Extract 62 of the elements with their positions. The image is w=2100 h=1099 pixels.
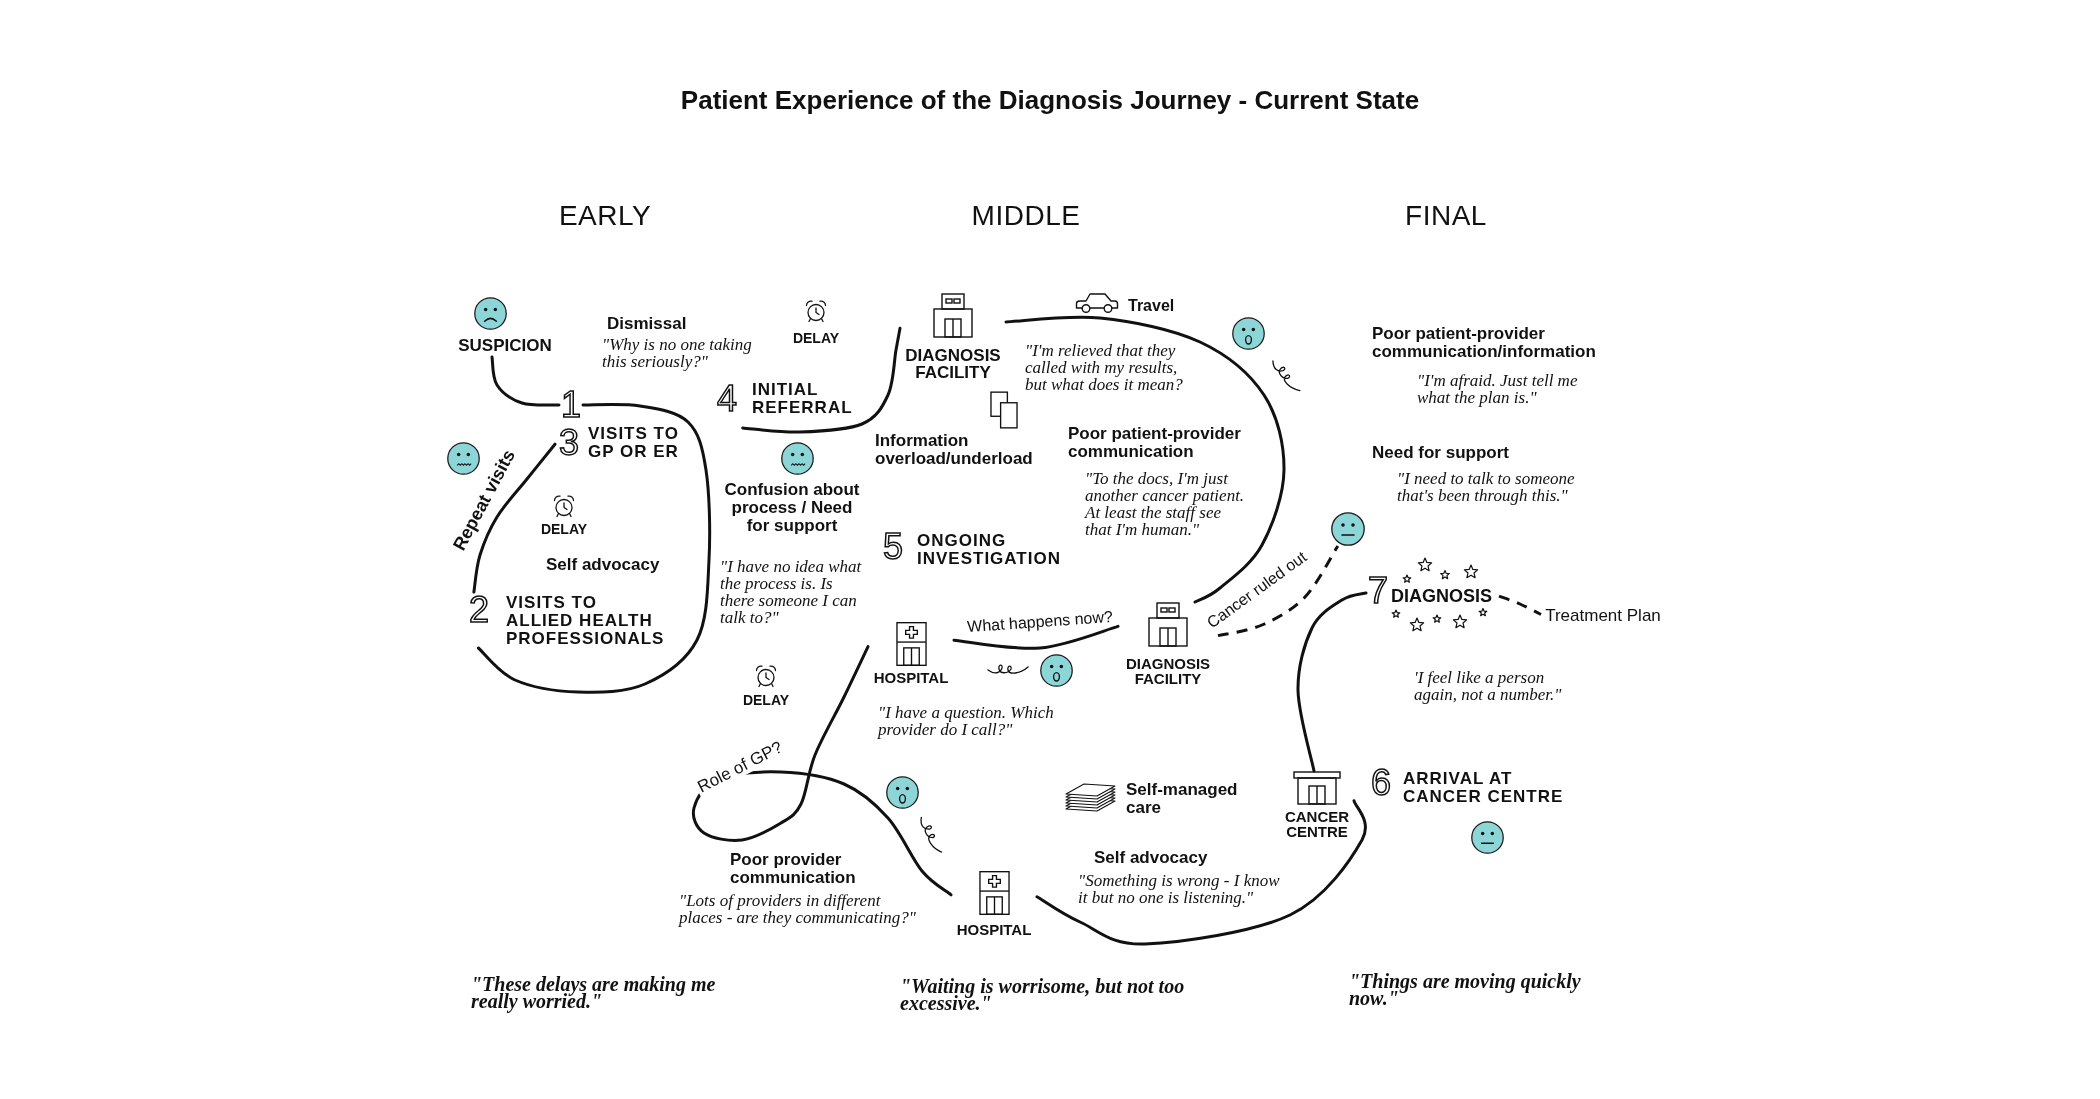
quote-text: "I'm afraid. Just tell me what the plan is.": [1417, 372, 1579, 406]
path-line: [1004, 315, 1286, 604]
path-line: [476, 403, 712, 694]
theme-label: Self advocacy: [546, 556, 660, 574]
theme-label: Self advocacy: [1094, 849, 1208, 867]
stage-number: 1: [559, 387, 583, 423]
path-line: [952, 624, 1120, 650]
theme-label: Self-managed care: [1126, 781, 1239, 817]
stage-label: ONGOING INVESTIGATION: [917, 532, 1062, 568]
quote-text: "I have a question. Which provider do I call?": [878, 704, 1055, 738]
stage-label: INITIAL REFERRAL: [752, 381, 854, 417]
stage-number: 2: [468, 592, 490, 628]
summary-quote: "Things are moving quickly now.": [1349, 973, 1582, 1007]
stage-label: ARRIVAL AT CANCER CENTRE: [1403, 770, 1565, 806]
delay-label: DELAY: [540, 521, 588, 537]
summary-quote: "Waiting is worrisome, but not too excessive.": [900, 978, 1186, 1012]
place-label: DIAGNOSIS FACILITY: [1124, 656, 1212, 686]
quote-text: "Why is no one taking this seriously?": [602, 336, 753, 370]
path-line: [691, 645, 953, 897]
place-label: CANCER CENTRE: [1283, 809, 1351, 839]
theme-label: SUSPICION: [451, 337, 559, 357]
quote-text: "Something is wrong - I know it but no one is listening.": [1078, 872, 1281, 906]
delay-label: DELAY: [742, 692, 790, 708]
theme-label: Confusion about process / Need for support: [723, 481, 861, 535]
diagram-title: Patient Experience of the Diagnosis Journey - Current State: [680, 84, 1420, 116]
neutral-face-icon: [1331, 512, 1365, 546]
phase-heading: EARLY: [558, 200, 652, 232]
dashed-line: [1498, 594, 1542, 616]
outcome-label: Treatment Plan: [1541, 605, 1665, 626]
theme-label: Poor provider communication: [730, 851, 857, 887]
theme-label: Dismissal: [607, 315, 687, 333]
place-label: DIAGNOSIS FACILITY: [904, 347, 1002, 381]
theme-label: Poor patient-provider communication/information: [1372, 325, 1597, 361]
dashed-line: [1217, 545, 1340, 638]
path-line: [1035, 799, 1367, 946]
delay-label: DELAY: [792, 330, 840, 346]
theme-label: Poor patient-provider communication: [1068, 425, 1242, 461]
travel-label: Travel: [1128, 297, 1175, 315]
path-line: [490, 355, 561, 407]
stage-number: 4: [716, 381, 738, 417]
quote-text: "I'm relieved that they called with my results, but what does it mean?: [1025, 342, 1184, 393]
path-line: [472, 442, 557, 594]
stage-number: 7: [1367, 573, 1389, 609]
stage-label: VISITS TO GP OR ER: [588, 425, 680, 461]
quote-text: 'I feel like a person again, not a number.": [1414, 669, 1563, 703]
quote-text: "To the docs, I'm just another cancer patient. At least the staff see that I'm human.": [1085, 470, 1246, 538]
theme-label: Need for support: [1372, 444, 1509, 462]
stage-label: DIAGNOSIS: [1391, 587, 1493, 605]
path-line: [1296, 591, 1368, 773]
place-label: HOSPITAL: [873, 670, 949, 685]
phase-heading: MIDDLE: [971, 200, 1081, 232]
stage-number: 5: [883, 529, 904, 565]
stage-number: 3: [558, 425, 580, 461]
quote-text: "Lots of providers in different places - are they communicating?": [679, 892, 917, 926]
place-label: HOSPITAL: [956, 922, 1032, 937]
quote-text: "I need to talk to someone that's been through this.": [1397, 470, 1576, 504]
stage-label: VISITS TO ALLIED HEALTH PROFESSIONALS: [506, 594, 666, 648]
phase-heading: FINAL: [1405, 200, 1487, 232]
path-line: [741, 326, 902, 434]
stage-number: 6: [1371, 765, 1392, 801]
quote-text: "I have no idea what the process is. Is there someone I can talk to?": [720, 558, 863, 626]
theme-label: Information overload/underload: [875, 432, 1034, 468]
